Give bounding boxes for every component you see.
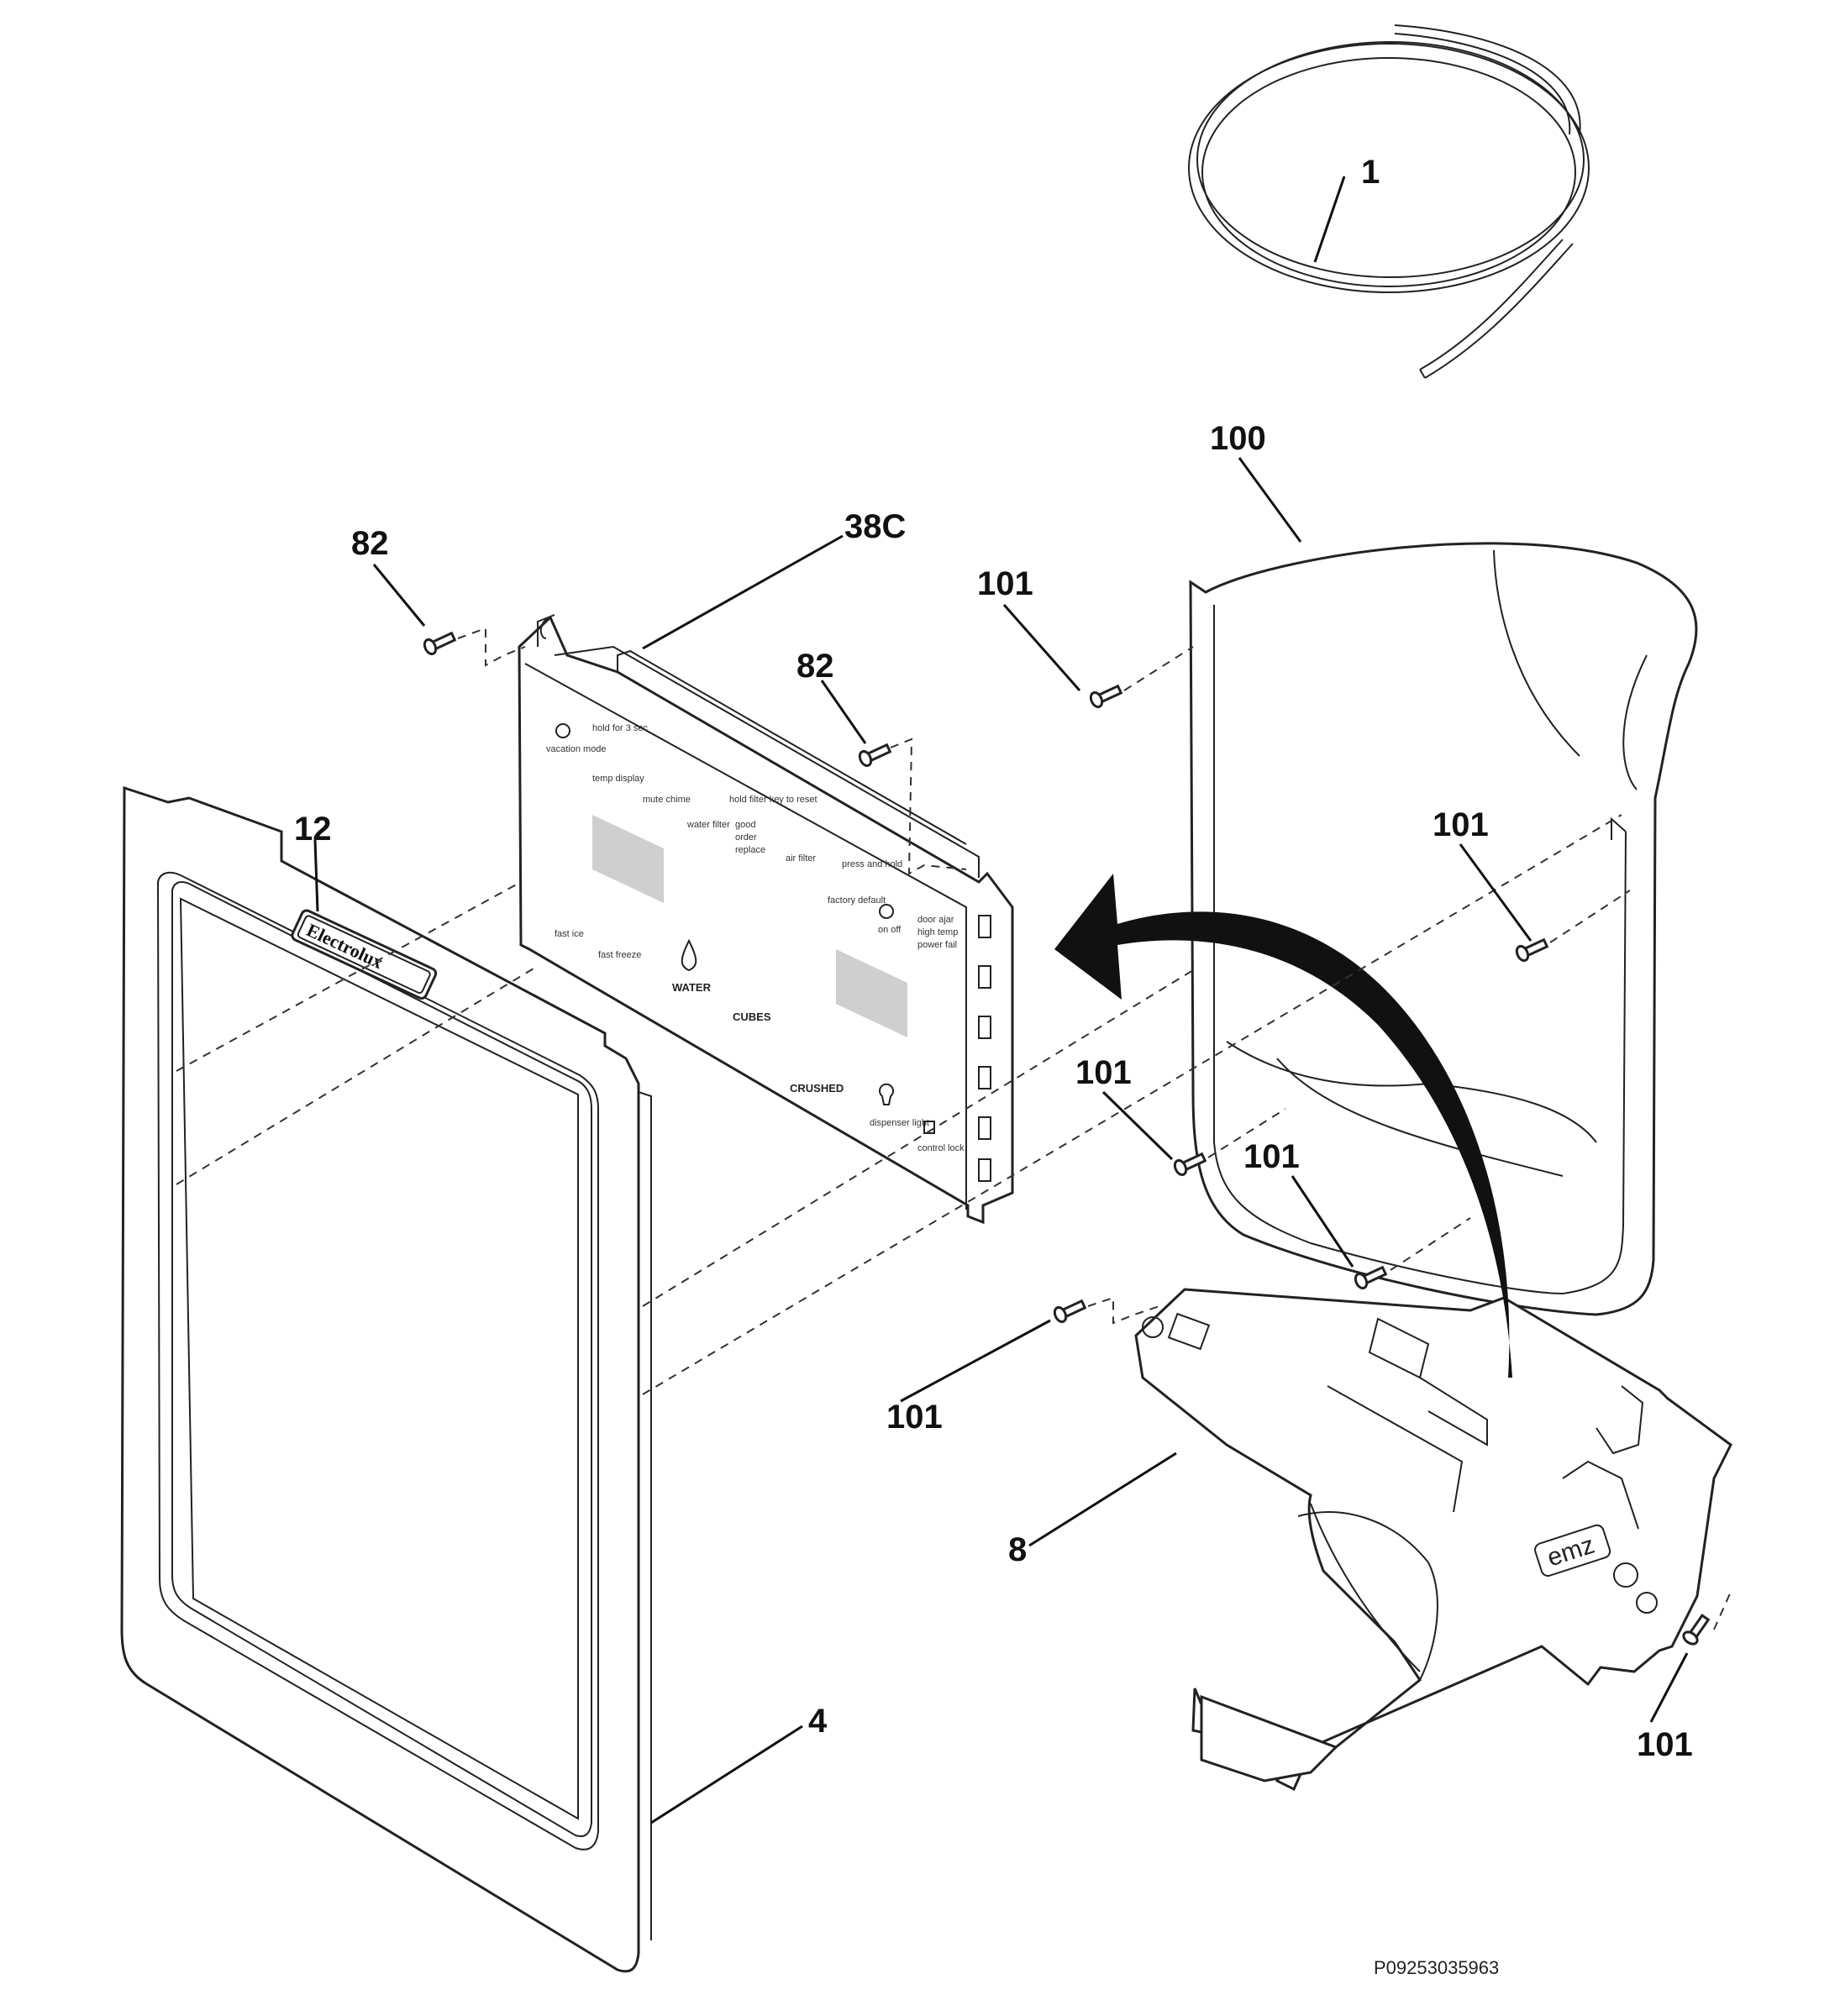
power-icon [879,904,894,919]
panel-vacation-mode: vacation mode [546,744,607,754]
lock-icon [923,1121,935,1134]
panel-high-temp: high temp [917,927,958,937]
callout-82-upper: 82 [351,525,389,562]
panel-mute-chime: mute chime [643,795,691,805]
panel-control-lock: control lock [917,1143,965,1153]
callout-8: 8 [1008,1531,1027,1568]
bulb-icon [879,1083,894,1105]
panel-water: WATER [672,981,712,994]
panel-water-filter: water filter [686,820,730,830]
panel-replace: replace [735,845,765,855]
screw-101-left [1053,1299,1087,1324]
panel-on-off: on off [878,925,902,935]
screw-82-upper [423,631,457,656]
sun-icon [555,723,570,738]
screw-101-mid [1173,1152,1207,1177]
assembly-direction-arrow [1054,874,1512,1378]
screw-101-right [1515,937,1549,963]
callout-101-top: 101 [977,565,1033,602]
panel-crushed: CRUSHED [790,1082,844,1095]
panel-fast-ice: fast ice [555,929,584,939]
door-frame-part [120,785,652,1973]
callout-101-lower: 101 [1243,1138,1300,1175]
callout-101-mid: 101 [1075,1054,1132,1091]
callout-101-bottom: 101 [1637,1726,1693,1763]
callout-labels: 1 100 38C 82 82 101 101 101 101 101 101 … [294,154,1693,1763]
panel-fast-freeze: fast freeze [598,950,641,960]
panel-filter-status: hold filter key to reset [729,795,817,805]
alignment-lines [176,627,1732,1630]
panel-dispenser-light: dispenser light [870,1118,929,1128]
coiled-tube-part [1188,24,1590,379]
panel-temp-display: temp display [592,774,644,784]
screw-82-lower [858,743,892,768]
panel-power-fail: power fail [917,940,957,950]
dispenser-housing-part [1189,542,1698,1316]
panel-order: order [735,832,757,843]
callout-1: 1 [1361,154,1380,191]
dispenser-module-part: emz [1134,1288,1732,1792]
panel-good: good [735,820,755,830]
water-drop-icon [681,938,697,972]
screw-101-bottom [1682,1614,1711,1646]
panel-cubes: CUBES [733,1011,771,1023]
callout-82-lower: 82 [796,648,834,685]
callout-100: 100 [1210,420,1266,457]
panel-air-filter: air filter [786,853,816,864]
leader-lines [313,176,1689,1824]
screw-101-lower [1354,1265,1388,1290]
panel-factory-default: factory default [828,895,886,906]
callout-101-left: 101 [886,1399,943,1436]
panel-hold: hold for 3 sec [592,723,649,733]
callout-4: 4 [808,1703,828,1740]
callout-12: 12 [294,811,332,848]
callout-101-right: 101 [1433,806,1489,843]
panel-press-hold: press and hold [842,859,902,869]
control-board-part: vacation mode hold for 3 sec temp displa… [518,614,1014,1225]
callout-38c: 38C [844,508,906,545]
screw-101-top [1089,684,1123,709]
drawing-code: P09253035963 [1374,1957,1499,1978]
panel-door-ajar: door ajar [917,915,954,925]
